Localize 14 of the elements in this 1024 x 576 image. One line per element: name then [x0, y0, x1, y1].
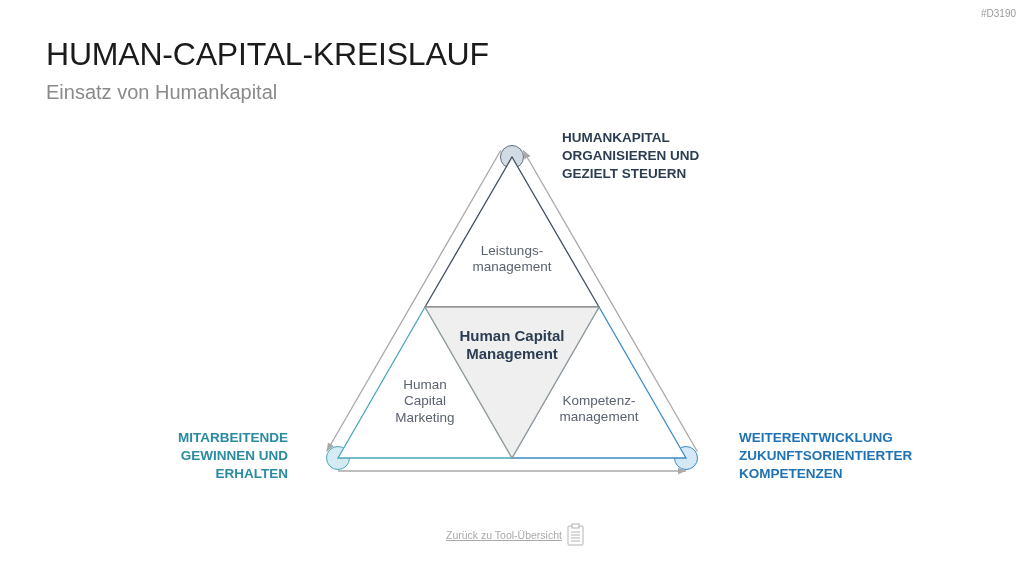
cycle-arrow: [522, 149, 698, 453]
corner-heading: WEITERENTWICKLUNG ZUKUNFTSORIENTIERTER KOMPETENZEN: [739, 429, 914, 483]
corner-heading: HUMANKAPITAL ORGANISIEREN UND GEZIELT STEUERN: [562, 129, 701, 183]
page-title: HUMAN-CAPITAL-KREISLAUF: [46, 36, 489, 73]
back-link: Zurück zu Tool-Übersicht: [446, 529, 562, 541]
segment-label: Human Capital Marketing: [394, 377, 456, 427]
cycle-arrow: [337, 467, 687, 475]
segment-label: Leistungs- management: [471, 243, 553, 276]
subtitle: Einsatz von Humankapital: [46, 81, 278, 104]
corner-heading: MITARBEITENDE GEWINNEN UND ERHALTEN: [177, 429, 288, 483]
slide-id: #D3190: [979, 8, 1016, 19]
segment-title: Human Capital Management: [458, 327, 566, 364]
segment-label: Kompetenz- management: [558, 393, 640, 426]
cycle-arrow: [326, 149, 502, 453]
